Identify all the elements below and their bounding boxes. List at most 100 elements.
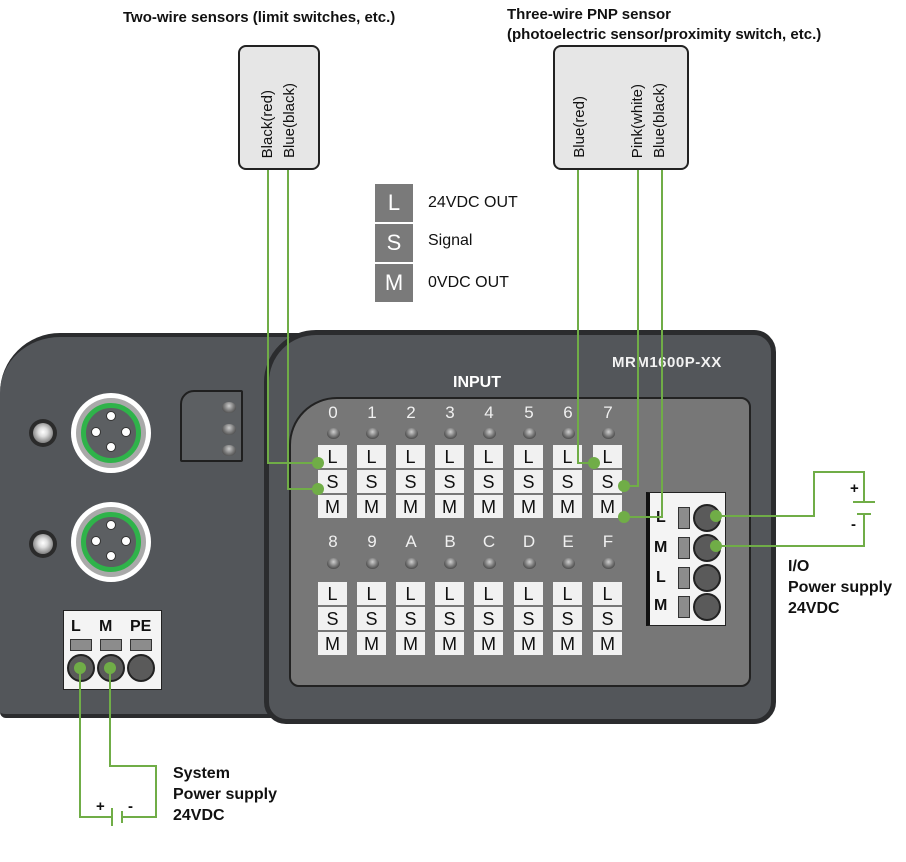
channel-led-D xyxy=(523,558,536,569)
terminal-D-S[interactable]: S xyxy=(514,607,543,630)
three-wire-sensor-subtitle: (photoelectric sensor/proximity switch, … xyxy=(507,26,822,43)
model-label: MRM1600P-XX xyxy=(612,354,722,371)
io-terminal-label-l1: L xyxy=(656,509,666,526)
channel-label-2: 2 xyxy=(406,403,416,422)
channel-label-A: A xyxy=(405,532,417,551)
terminal-6-S[interactable]: S xyxy=(553,470,582,493)
wire-label-blue-black: Blue(black) xyxy=(651,82,668,158)
io-terminal-label-m1: M xyxy=(654,539,668,556)
wire-label-blue-black: Blue(black) xyxy=(281,82,298,158)
input-title: INPUT xyxy=(453,374,501,391)
legend-item-m: M 0VDC OUT xyxy=(375,264,509,304)
terminal-F-S[interactable]: S xyxy=(593,607,622,630)
terminal-1-L[interactable]: L xyxy=(357,445,386,468)
channel-led-C xyxy=(483,558,496,569)
terminal-C-M[interactable]: M xyxy=(474,632,503,655)
channel-label-7: 7 xyxy=(603,403,613,422)
terminal-C-L[interactable]: L xyxy=(474,582,503,605)
terminal-F-M[interactable]: M xyxy=(593,632,622,655)
status-led xyxy=(222,445,236,456)
terminal-screw-pe[interactable] xyxy=(127,654,155,682)
terminal-7-L[interactable]: L xyxy=(593,445,622,468)
terminal-2-L[interactable]: L xyxy=(396,445,425,468)
status-led-panel xyxy=(180,390,243,462)
io-terminal-screw[interactable] xyxy=(693,534,721,562)
terminal-5-S[interactable]: S xyxy=(514,470,543,493)
terminal-B-M[interactable]: M xyxy=(435,632,464,655)
channel-led-A xyxy=(405,558,418,569)
terminal-screw-l[interactable] xyxy=(67,654,95,682)
terminal-A-S[interactable]: S xyxy=(396,607,425,630)
terminal-E-M[interactable]: M xyxy=(553,632,582,655)
channel-led-4 xyxy=(483,428,496,439)
io-terminal-screw[interactable] xyxy=(693,564,721,592)
terminal-F-L[interactable]: L xyxy=(593,582,622,605)
terminal-4-M[interactable]: M xyxy=(474,495,503,518)
terminal-D-M[interactable]: M xyxy=(514,632,543,655)
terminal-B-S[interactable]: S xyxy=(435,607,464,630)
terminal-7-S[interactable]: S xyxy=(593,470,622,493)
terminal-9-L[interactable]: L xyxy=(357,582,386,605)
three-wire-sensor: Blue(red) Pink(white) Blue(black) xyxy=(553,45,689,170)
channel-led-1 xyxy=(366,428,379,439)
terminal-C-S[interactable]: S xyxy=(474,607,503,630)
channel-led-7 xyxy=(602,428,615,439)
terminal-4-S[interactable]: S xyxy=(474,470,503,493)
io-power-label: I/O Power supply 24VDC xyxy=(788,556,892,619)
terminal-screw-m[interactable] xyxy=(97,654,125,682)
terminal-3-M[interactable]: M xyxy=(435,495,464,518)
terminal-5-L[interactable]: L xyxy=(514,445,543,468)
terminal-8-L[interactable]: L xyxy=(318,582,347,605)
io-power-line1: I/O xyxy=(788,558,810,575)
system-terminal-label-l: L xyxy=(71,618,81,635)
terminal-A-L[interactable]: L xyxy=(396,582,425,605)
m12-connector-port-2[interactable] xyxy=(71,502,151,582)
terminal-1-S[interactable]: S xyxy=(357,470,386,493)
channel-led-6 xyxy=(562,428,575,439)
terminal-9-M[interactable]: M xyxy=(357,632,386,655)
terminal-4-L[interactable]: L xyxy=(474,445,503,468)
wire-label-pink-white: Pink(white) xyxy=(629,83,646,158)
terminal-3-L[interactable]: L xyxy=(435,445,464,468)
legend-text-m: 0VDC OUT xyxy=(428,274,509,291)
io-power-line3: 24VDC xyxy=(788,600,840,617)
terminal-5-M[interactable]: M xyxy=(514,495,543,518)
terminal-E-S[interactable]: S xyxy=(553,607,582,630)
channel-label-3: 3 xyxy=(445,403,455,422)
terminal-E-L[interactable]: L xyxy=(553,582,582,605)
io-terminal-screw[interactable] xyxy=(693,504,721,532)
terminal-8-S[interactable]: S xyxy=(318,607,347,630)
status-led xyxy=(222,424,236,435)
terminal-6-M[interactable]: M xyxy=(553,495,582,518)
screw-icon xyxy=(29,419,57,447)
io-minus-sign: - xyxy=(851,516,856,533)
m12-connector-port-1[interactable] xyxy=(71,393,151,473)
channel-led-E xyxy=(562,558,575,569)
status-led xyxy=(222,402,236,413)
terminal-0-S[interactable]: S xyxy=(318,470,347,493)
system-terminal-label-pe: PE xyxy=(130,618,152,635)
terminal-0-L[interactable]: L xyxy=(318,445,347,468)
legend-item-l: L 24VDC OUT xyxy=(375,184,518,224)
terminal-6-L[interactable]: L xyxy=(553,445,582,468)
io-plus-sign: + xyxy=(850,480,859,497)
system-power-terminal: L M PE xyxy=(63,610,162,690)
terminal-A-M[interactable]: M xyxy=(396,632,425,655)
terminal-1-M[interactable]: M xyxy=(357,495,386,518)
system-minus-sign: - xyxy=(128,798,133,815)
channel-label-9: 9 xyxy=(367,532,377,551)
terminal-3-S[interactable]: S xyxy=(435,470,464,493)
channel-led-9 xyxy=(366,558,379,569)
terminal-2-M[interactable]: M xyxy=(396,495,425,518)
io-power-terminal: L M L M xyxy=(646,492,726,626)
terminal-8-M[interactable]: M xyxy=(318,632,347,655)
terminal-B-L[interactable]: L xyxy=(435,582,464,605)
terminal-0-M[interactable]: M xyxy=(318,495,347,518)
terminal-D-L[interactable]: L xyxy=(514,582,543,605)
terminal-9-S[interactable]: S xyxy=(357,607,386,630)
terminal-2-S[interactable]: S xyxy=(396,470,425,493)
io-terminal-screw[interactable] xyxy=(693,593,721,621)
channel-label-0: 0 xyxy=(328,403,338,422)
terminal-7-M[interactable]: M xyxy=(593,495,622,518)
legend-key-m: M xyxy=(375,264,413,302)
